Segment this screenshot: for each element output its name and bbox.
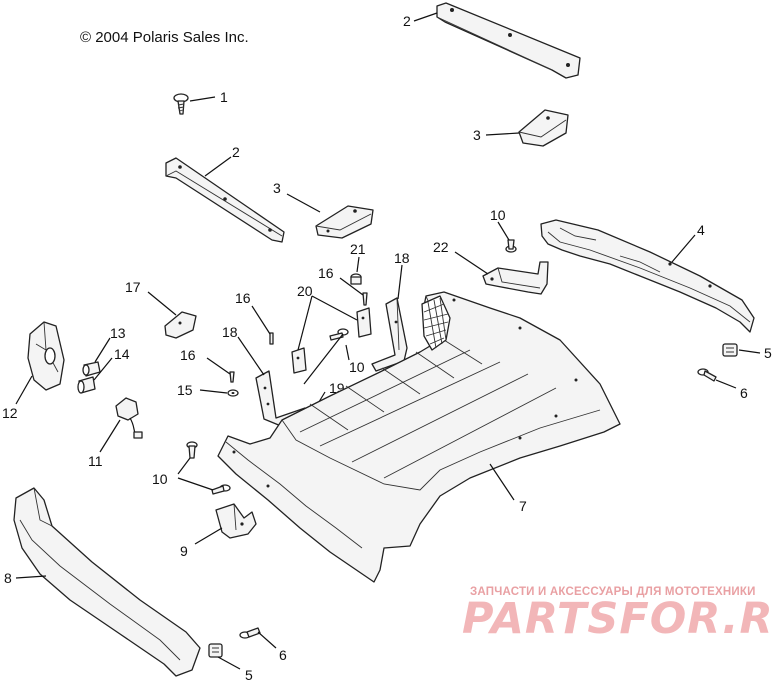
part-2-upper-rail bbox=[436, 2, 581, 79]
part-7-rear-body bbox=[217, 291, 621, 583]
part-6-screw-bottom bbox=[239, 627, 261, 639]
rear-grille bbox=[421, 295, 451, 351]
callout-8: 8 bbox=[4, 570, 12, 586]
part-18-bracket-right bbox=[371, 297, 408, 372]
part-15-washer bbox=[227, 389, 239, 397]
callout-13: 13 bbox=[110, 325, 126, 341]
callout-21: 21 bbox=[350, 241, 366, 257]
callout-16-lower: 16 bbox=[180, 347, 196, 363]
part-21-spacer bbox=[350, 273, 362, 285]
callout-4: 4 bbox=[697, 222, 705, 238]
callout-1: 1 bbox=[220, 89, 228, 105]
part-10-bolt-lower-a bbox=[186, 441, 198, 459]
callout-20: 20 bbox=[297, 283, 313, 299]
callout-16-upper: 16 bbox=[318, 265, 334, 281]
callout-9: 9 bbox=[180, 543, 188, 559]
callout-22: 22 bbox=[433, 239, 449, 255]
part-3-middle-bracket bbox=[315, 205, 374, 239]
part-11-socket bbox=[115, 397, 143, 439]
callout-16-middle: 16 bbox=[235, 290, 251, 306]
callout-2-upper: 2 bbox=[403, 13, 411, 29]
part-12-taillight bbox=[27, 321, 65, 391]
part-17-bracket bbox=[164, 311, 197, 339]
watermark-logo: PARTSFOR.RU bbox=[462, 594, 775, 644]
part-5-clip-right bbox=[722, 343, 738, 357]
part-10-bolt-middle bbox=[329, 328, 349, 341]
part-3-upper-bracket bbox=[518, 109, 569, 147]
part-2-middle-rail bbox=[165, 157, 285, 243]
watermark-tagline: ЗАПЧАСТИ И АКСЕССУАРЫ ДЛЯ МОТОТЕХНИКИ bbox=[470, 586, 756, 598]
callout-10-lower: 10 bbox=[152, 471, 168, 487]
callout-17: 17 bbox=[125, 279, 141, 295]
callout-6-right: 6 bbox=[740, 385, 748, 401]
callout-18-left: 18 bbox=[222, 324, 238, 340]
part-13-bulb bbox=[82, 361, 101, 377]
callout-14: 14 bbox=[114, 346, 130, 362]
part-10-bolt-upper bbox=[505, 239, 517, 253]
callout-3-middle: 3 bbox=[273, 180, 281, 196]
part-22-bracket bbox=[482, 261, 549, 295]
part-20-plates bbox=[291, 307, 372, 374]
callout-18-right: 18 bbox=[394, 250, 410, 266]
part-1-screw bbox=[173, 93, 189, 115]
part-14-bulb bbox=[77, 376, 96, 394]
part-16-bolt-lower bbox=[229, 371, 235, 383]
callout-3-upper: 3 bbox=[473, 127, 481, 143]
callout-12: 12 bbox=[2, 405, 18, 421]
part-5-clip-bottom bbox=[208, 643, 223, 658]
part-4-rear-fender bbox=[540, 219, 755, 333]
callout-6-bottom: 6 bbox=[279, 647, 287, 663]
part-8-bumper bbox=[13, 487, 201, 677]
callout-2-middle: 2 bbox=[232, 144, 240, 160]
callout-10-upper: 10 bbox=[490, 207, 506, 223]
callout-7: 7 bbox=[519, 498, 527, 514]
part-6-screw-right bbox=[697, 368, 717, 382]
copyright-notice: © 2004 Polaris Sales Inc. bbox=[80, 29, 249, 46]
part-9-bracket bbox=[215, 503, 257, 539]
callout-5-bottom: 5 bbox=[245, 667, 253, 681]
callout-11: 11 bbox=[88, 453, 103, 469]
part-16-bolt-upper bbox=[362, 292, 368, 306]
callout-15: 15 bbox=[177, 382, 193, 398]
part-16-bolt-middle bbox=[269, 332, 274, 345]
part-10-bolt-lower-b bbox=[211, 484, 231, 495]
callout-5-right: 5 bbox=[764, 345, 772, 361]
callout-10-middle: 10 bbox=[349, 359, 365, 375]
